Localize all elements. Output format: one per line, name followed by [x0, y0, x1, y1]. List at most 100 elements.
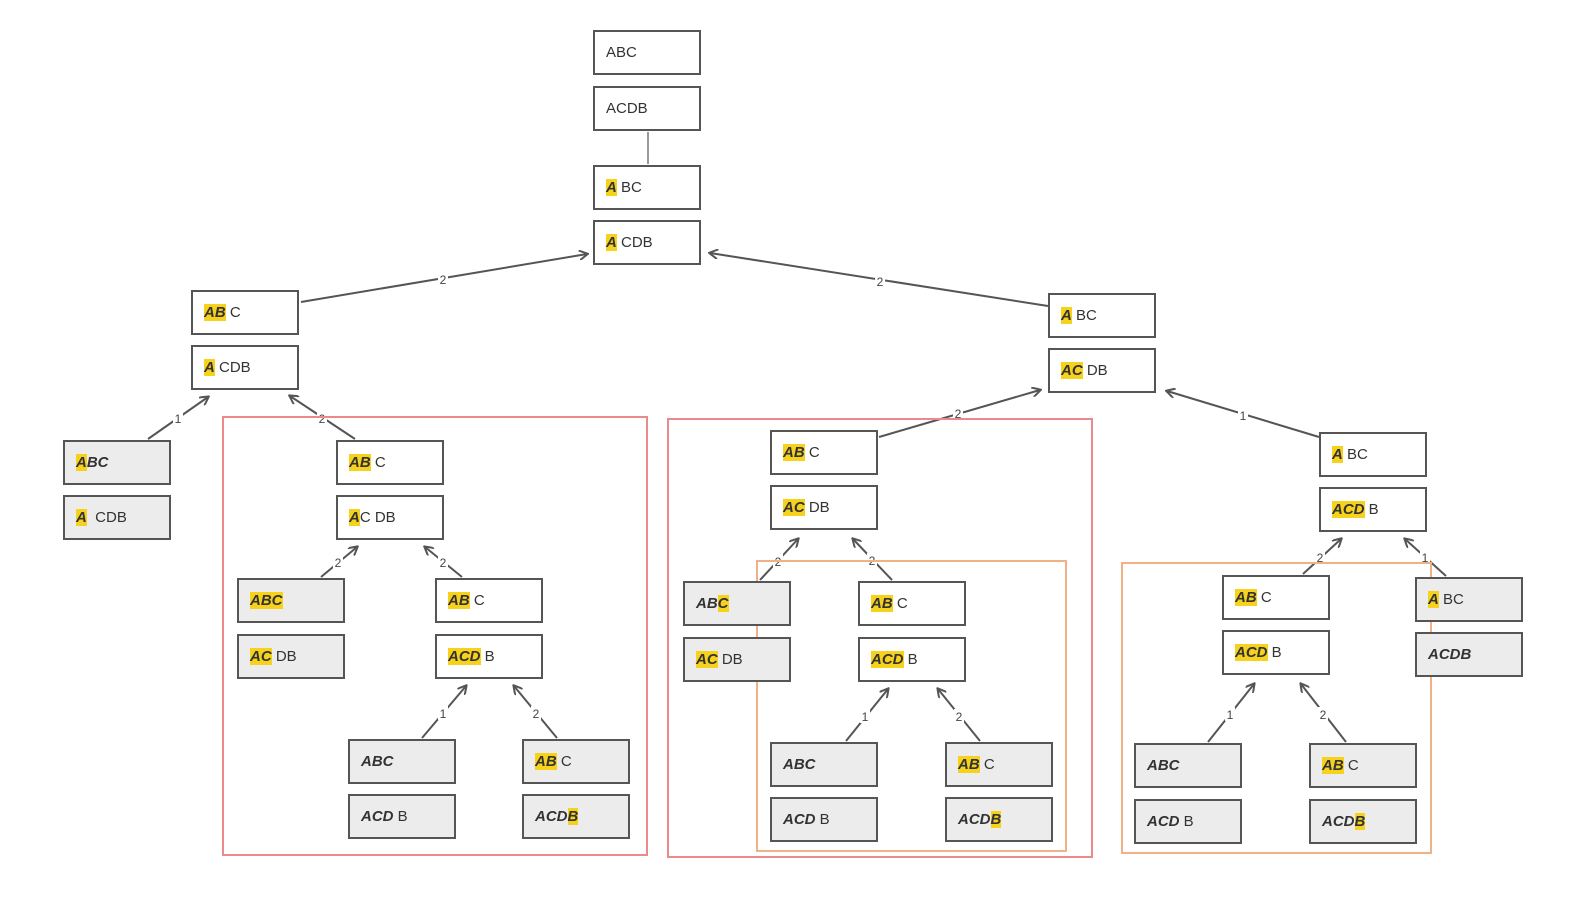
- node-text-bold: ACDB: [1428, 646, 1472, 663]
- node-box-lmb2-top: AB C: [522, 739, 630, 784]
- edge-label-e_lma: 2: [335, 556, 342, 570]
- node-text-hl: A: [1428, 591, 1439, 608]
- edge-label-e_rr: 1: [1240, 409, 1247, 423]
- node-text-hl: A: [76, 509, 87, 526]
- node-text-hl: A: [606, 179, 617, 196]
- node-text-hl: AC: [783, 499, 805, 516]
- edge-label-e_lmb2: 2: [533, 707, 540, 721]
- edge-label-e_lmb: 2: [440, 556, 447, 570]
- edge-label-bg: [438, 555, 448, 569]
- node-box-lmb-top: AB C: [435, 578, 543, 623]
- node-text-rest: DB: [271, 648, 297, 665]
- node-text-hl: A: [1332, 446, 1343, 463]
- edge-label-bg: [954, 709, 964, 723]
- edge-label-e_rra: 2: [1317, 551, 1324, 565]
- node-box-lmb1-bot: ACD B: [348, 794, 456, 839]
- node-text-hl: AB: [783, 444, 805, 461]
- node-text-rest: C: [1343, 757, 1359, 774]
- node-text-rest: C: [892, 595, 908, 612]
- node-text-hl: AC: [696, 651, 718, 668]
- node-text-hl: AB: [1235, 589, 1257, 606]
- edge-label-e_ll: 1: [175, 412, 182, 426]
- node-box-ll-bot: A CDB: [63, 495, 171, 540]
- node-text-rest: C: [1256, 589, 1272, 606]
- node-box-rmb-bot: ACD B: [858, 637, 966, 682]
- node-text-rest: C: [469, 592, 485, 609]
- edge-label-e_rmb1: 1: [862, 710, 869, 724]
- node-text-hl: A: [606, 234, 617, 251]
- edge-label-bg: [317, 411, 327, 425]
- node-text-hl2: C: [717, 595, 729, 612]
- node-text-bold: ABC: [361, 753, 394, 770]
- node-box-rra1-top: ABC: [1134, 743, 1242, 788]
- node-text-rest: BC: [1438, 591, 1464, 608]
- edge-label-bg: [860, 709, 870, 723]
- edge-label-e_rma: 2: [775, 555, 782, 569]
- node-box-r1-top: A BC: [1048, 293, 1156, 338]
- node-box-n1-bot: A CDB: [593, 220, 701, 265]
- node-text-rest: CDB: [214, 359, 251, 376]
- node-box-rra1-bot: ACD B: [1134, 799, 1242, 844]
- node-text-rest: BC: [616, 179, 642, 196]
- node-box-n1-top: A BC: [593, 165, 701, 210]
- node-text-rest: ACDB: [606, 100, 648, 117]
- edge-label-bg: [438, 706, 448, 720]
- node-box-rm-bot: AC DB: [770, 485, 878, 530]
- edge-label-e_rra1: 1: [1227, 708, 1234, 722]
- node-box-rr-top: A BC: [1319, 432, 1427, 477]
- node-text-rest: CDB: [616, 234, 653, 251]
- node-box-rmb1-bot: ACD B: [770, 797, 878, 842]
- edge-label-e_rmb2: 2: [956, 710, 963, 724]
- node-text-rest: C: [556, 753, 572, 770]
- node-box-rra-top: AB C: [1222, 575, 1330, 620]
- node-text-rest: C: [804, 444, 820, 461]
- node-text-rest: ABC: [606, 44, 637, 61]
- node-text-rest: BC: [1342, 446, 1368, 463]
- node-box-l1-bot: A CDB: [191, 345, 299, 390]
- edge-label-bg: [333, 555, 343, 569]
- edge-label-e_lm: 2: [319, 412, 326, 426]
- node-text-rest: B: [1267, 644, 1282, 661]
- node-text-rest: C DB: [359, 509, 396, 526]
- node-box-r1-bot: AC DB: [1048, 348, 1156, 393]
- node-text-hl: AB: [535, 753, 557, 770]
- node-box-rmb-top: AB C: [858, 581, 966, 626]
- node-text-rest: C: [225, 304, 241, 321]
- edge-label-e_rrb: 1: [1422, 551, 1429, 565]
- edge-label-bg: [875, 274, 885, 288]
- node-text-hl: ACD: [871, 651, 904, 668]
- node-box-rma-bot: AC DB: [683, 637, 791, 682]
- node-text-bold: ACD: [361, 808, 394, 825]
- node-text-hl: AC: [250, 648, 272, 665]
- frame-orange-mid: [756, 560, 1067, 852]
- node-box-lma-bot: AC DB: [237, 634, 345, 679]
- node-text-hl2: B: [1354, 813, 1366, 830]
- edge-label-bg: [953, 406, 963, 420]
- node-box-rra2-top: AB C: [1309, 743, 1417, 788]
- frame-red-left: [222, 416, 648, 856]
- node-text-rest: DB: [804, 499, 830, 516]
- edge-label-bg: [173, 411, 183, 425]
- node-text-hl: ACD: [448, 648, 481, 665]
- node-text-hl: A: [204, 359, 215, 376]
- node-text-rest: B: [1364, 501, 1379, 518]
- node-text-rest: DB: [1082, 362, 1108, 379]
- frame-red-mid: [667, 418, 1093, 858]
- node-text-rest: BC: [1071, 307, 1097, 324]
- edge-label-e_l1: 2: [440, 273, 447, 287]
- node-box-lmb-bot: ACD B: [435, 634, 543, 679]
- node-text-bold: ABC: [1147, 757, 1180, 774]
- node-text-bold: ACD: [1322, 813, 1355, 830]
- node-box-rra-bot: ACD B: [1222, 630, 1330, 675]
- edge-label-e_r1: 2: [877, 275, 884, 289]
- node-text-hl: AB: [448, 592, 470, 609]
- edge-label-bg: [1238, 408, 1248, 422]
- node-text-hl2: B: [990, 811, 1002, 828]
- node-text-hl: A: [76, 454, 87, 471]
- edge-label-bg: [1420, 550, 1430, 564]
